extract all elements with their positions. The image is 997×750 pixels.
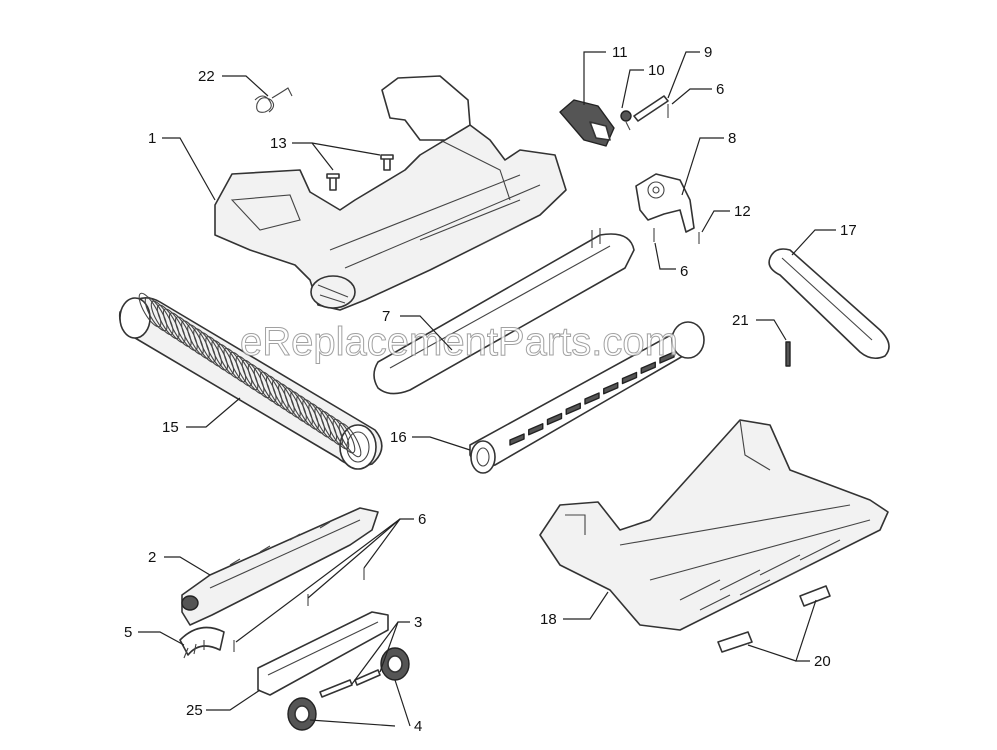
part-4-wheels (287, 647, 410, 731)
hose-rib (211, 339, 235, 375)
hose-rib (174, 316, 198, 351)
label-13: 13 (270, 135, 287, 152)
brush-bristle-strip (621, 371, 638, 385)
part-13-screws (326, 154, 394, 191)
label-3: 3 (414, 614, 422, 631)
hose-rib (259, 371, 283, 407)
callout-labels: 22 1 13 11 10 9 6 8 12 6 17 21 7 15 16 2… (124, 44, 857, 735)
hose-rib (338, 422, 362, 458)
hose-rib (326, 414, 350, 450)
part-25-plate (257, 611, 389, 696)
hose-rib (308, 403, 332, 438)
hose-rib (181, 320, 204, 355)
part-18-base-plate (539, 419, 889, 631)
label-4: 4 (414, 718, 422, 735)
label-25: 25 (186, 702, 203, 719)
hose-rib (320, 410, 344, 446)
brush-bristle-strip (565, 402, 581, 415)
hose-rib (253, 367, 277, 403)
part-21-pin (785, 341, 791, 367)
hose-rib (223, 347, 247, 383)
label-21: 21 (732, 312, 749, 329)
hose-rib (162, 308, 186, 344)
watermark-text: eReplacementParts.com (240, 320, 678, 364)
label-5: 5 (124, 624, 132, 641)
label-9: 9 (704, 44, 712, 61)
brush-bristle-strip (640, 361, 656, 374)
label-2: 2 (148, 549, 156, 566)
hose-rib (271, 379, 295, 414)
leader-lines (138, 51, 836, 727)
part-22-spring (254, 87, 293, 113)
brush-bristle-strip (584, 392, 600, 405)
part-15-hose (118, 292, 383, 470)
part-9-pin (633, 95, 669, 122)
hose-rib (290, 391, 313, 426)
part-20-clips (717, 585, 831, 653)
hose-rib (278, 383, 301, 418)
label-7: 7 (382, 308, 390, 325)
hose-rib (150, 300, 174, 336)
label-8: 8 (728, 130, 736, 147)
hose-rib (235, 355, 259, 391)
part-6-screws-lower (233, 568, 365, 652)
part-17-belt (768, 248, 890, 360)
label-16: 16 (390, 429, 407, 446)
hose-rib (199, 332, 222, 367)
label-6-top: 6 (716, 81, 724, 98)
part-11-switch (559, 99, 615, 147)
hose-rib (296, 395, 319, 430)
part-2-lower-bracket (181, 507, 379, 626)
label-18: 18 (540, 611, 557, 628)
part-7-bumper (373, 228, 635, 395)
label-6-lower: 6 (418, 511, 426, 528)
label-10: 10 (648, 62, 665, 79)
label-12: 12 (734, 203, 751, 220)
part-8-bracket (635, 173, 695, 233)
part-10-spring (620, 110, 632, 131)
brush-bristle-strip (509, 433, 525, 446)
label-11: 11 (612, 44, 628, 61)
hose-rib (229, 351, 253, 387)
label-20: 20 (814, 653, 831, 670)
label-1: 1 (148, 130, 156, 147)
brush-bristle-strip (603, 382, 619, 395)
brush-bristle-strip (528, 423, 544, 436)
part-16-brushroll (469, 321, 705, 474)
part-1-nozzle-housing (214, 75, 567, 311)
hose-rib (168, 312, 192, 347)
brush-bristle-strip (546, 412, 563, 426)
hose-rib (205, 336, 229, 371)
part-3-axles (319, 669, 381, 698)
hose-rib (193, 328, 216, 363)
label-22: 22 (198, 68, 215, 85)
hose-rib (144, 296, 168, 332)
hose-rib (217, 343, 241, 379)
hose-rib (314, 406, 338, 442)
hose-rib (247, 363, 271, 399)
hose-rib (302, 399, 326, 434)
label-15: 15 (162, 419, 179, 436)
hose-rib (284, 387, 307, 422)
hose-rib (138, 292, 162, 328)
hose-rib (241, 359, 265, 395)
label-17: 17 (840, 222, 857, 239)
hose-rib (156, 304, 180, 340)
hose-rib (332, 418, 356, 454)
hose-rib (187, 324, 210, 359)
brush-bristle-strip (659, 351, 675, 364)
part-5-clip (179, 626, 225, 659)
hose-rib (265, 375, 289, 411)
label-6-mid: 6 (680, 263, 688, 280)
